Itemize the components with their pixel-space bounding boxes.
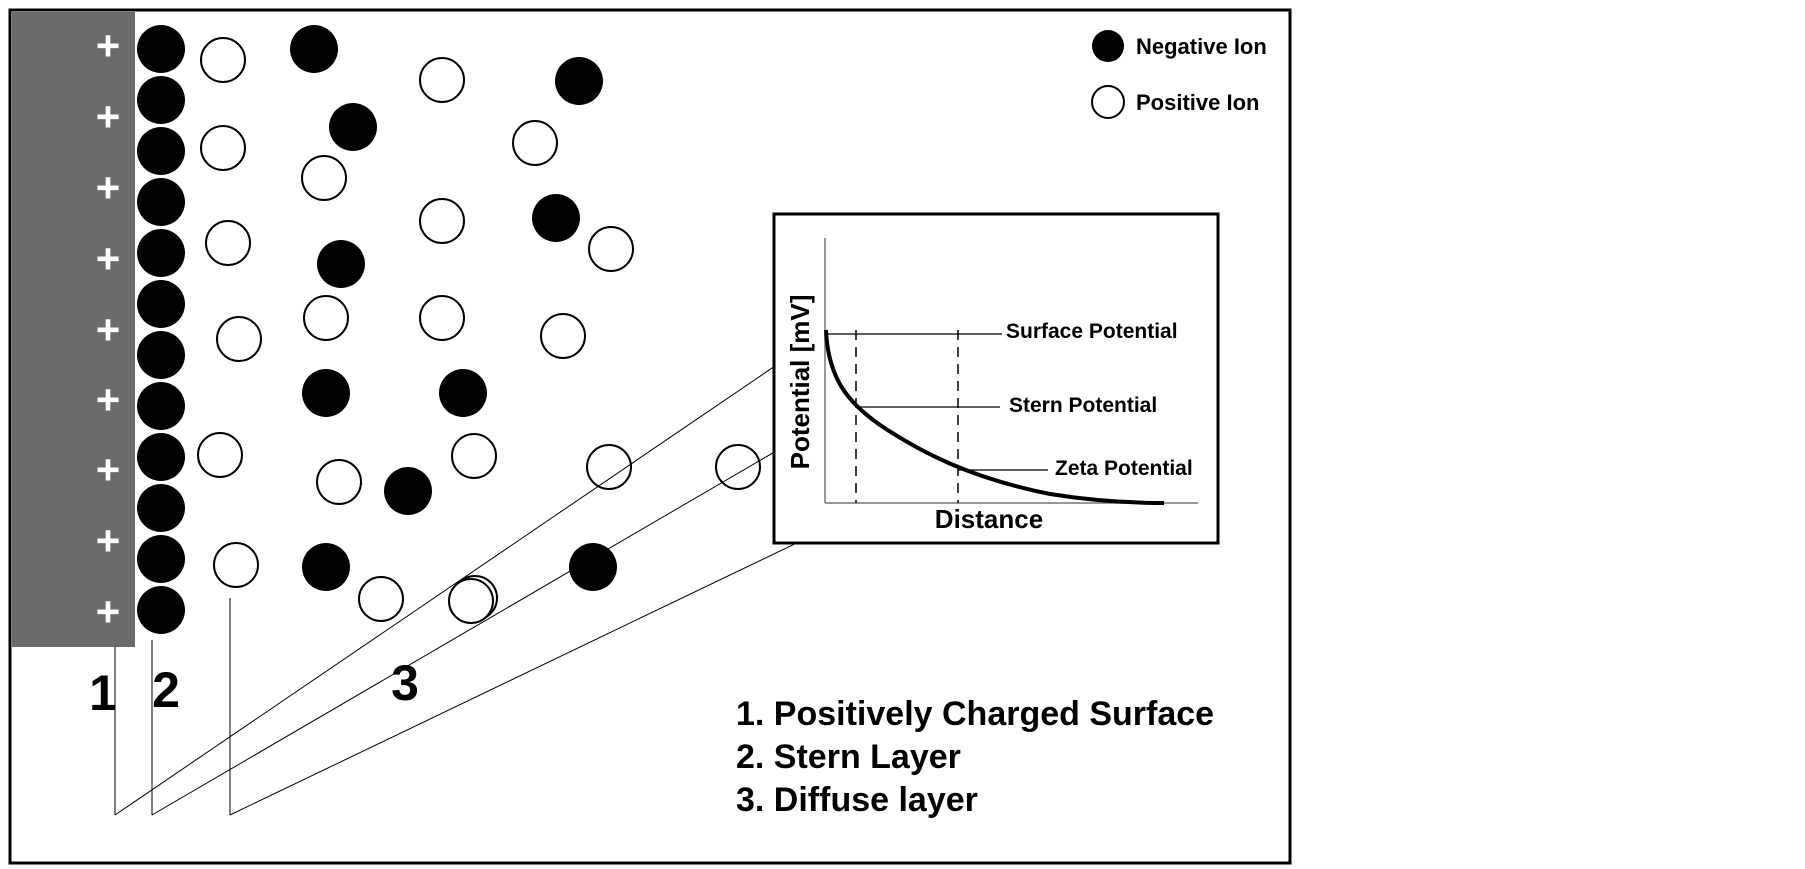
surface-projection-line: [114, 329, 829, 816]
negative-ion: [137, 25, 185, 73]
negative-ion: [302, 369, 350, 417]
key-item-2: 2. Stern Layer: [736, 738, 961, 776]
inset-ylabel: Potential [mV]: [785, 295, 815, 470]
charged-surface: [12, 12, 135, 647]
negative-ion: [137, 178, 185, 226]
negative-ion-legend-icon: [1092, 30, 1124, 62]
stern-layer-ions: [137, 25, 185, 634]
positive-ion: [200, 37, 246, 83]
region-label-1: 1: [89, 665, 117, 721]
surface-plus-sign: +: [96, 588, 121, 635]
negative-ion: [329, 103, 377, 151]
surface-plus-signs: + + + + + + + + +: [96, 22, 121, 635]
negative-ion: [317, 240, 365, 288]
negative-ion: [137, 76, 185, 124]
negative-ion: [569, 543, 617, 591]
positive-ion: [197, 432, 243, 478]
positive-ion-legend-icon: [1091, 85, 1125, 119]
negative-ion: [137, 535, 185, 583]
negative-ion: [137, 484, 185, 532]
surface-plus-sign: +: [96, 164, 121, 211]
positive-ion: [205, 220, 251, 266]
surface-plus-sign: +: [96, 306, 121, 353]
positive-ion: [358, 576, 404, 622]
surface-plus-sign: +: [96, 376, 121, 423]
negative-ion: [137, 382, 185, 430]
negative-ion: [137, 280, 185, 328]
potential-curve: [824, 329, 1165, 505]
positive-ion: [512, 120, 558, 166]
negative-ion: [384, 467, 432, 515]
key-item-3: 3. Diffuse layer: [736, 781, 978, 819]
positive-ion: [301, 155, 347, 201]
surface-plus-sign: +: [96, 517, 121, 564]
negative-ion: [137, 433, 185, 481]
positive-ion: [316, 459, 362, 505]
positive-ion: [213, 542, 259, 588]
negative-ion: [439, 369, 487, 417]
surface-plus-sign: +: [96, 93, 121, 140]
negative-ion: [290, 25, 338, 73]
zeta-potential-label: Zeta Potential: [1055, 457, 1193, 480]
legend: Negative Ion Positive Ion: [1091, 30, 1267, 119]
surface-plus-sign: +: [96, 22, 121, 69]
surface-plus-sign: +: [96, 446, 121, 493]
positive-ion-legend-label: Positive Ion: [1136, 90, 1259, 115]
positive-ion: [451, 433, 497, 479]
negative-ion: [137, 127, 185, 175]
positive-ion: [419, 57, 465, 103]
region-label-2: 2: [152, 662, 180, 718]
positive-ion: [303, 295, 349, 341]
negative-ion: [555, 57, 603, 105]
inset-frame: [772, 212, 1220, 545]
negative-ion: [137, 331, 185, 379]
positive-ion: [540, 313, 586, 359]
negative-ion: [137, 229, 185, 277]
layer-key: 1. Positively Charged Surface 2. Stern L…: [736, 695, 1214, 819]
negative-ion: [302, 543, 350, 591]
positive-ion: [448, 578, 494, 624]
positive-ion: [419, 198, 465, 244]
positive-ion: [588, 226, 634, 272]
positive-ion: [715, 444, 761, 490]
positive-ion: [216, 316, 262, 362]
region-label-3: 3: [391, 655, 419, 711]
surface-plus-sign: +: [96, 235, 121, 282]
negative-ion-legend-label: Negative Ion: [1136, 34, 1267, 59]
stern-projection-line: [151, 404, 856, 816]
positive-ion: [200, 125, 246, 171]
negative-ion: [532, 194, 580, 242]
surface-potential-label: Surface Potential: [1006, 320, 1178, 343]
diffuse-layer-ions: [197, 25, 761, 624]
inset-xlabel: Distance: [935, 504, 1043, 534]
positive-ion: [419, 295, 465, 341]
negative-ion: [137, 586, 185, 634]
positive-ion: [586, 444, 632, 490]
stern-potential-label: Stern Potential: [1009, 394, 1157, 417]
key-item-1: 1. Positively Charged Surface: [736, 695, 1214, 733]
potential-inset: Potential [mV] Distance Surface Potentia…: [772, 212, 1220, 545]
